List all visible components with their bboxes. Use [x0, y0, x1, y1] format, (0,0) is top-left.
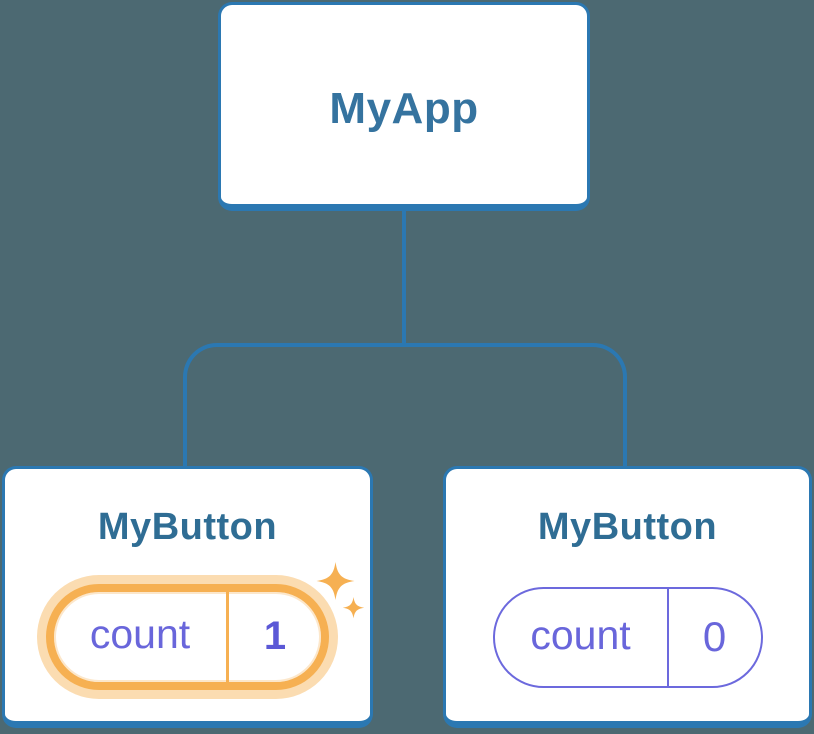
node-mybutton-right: MyButton count 0: [443, 466, 812, 728]
state-name-cell: count: [54, 592, 226, 682]
state-name-text: count: [530, 611, 631, 658]
state-value-text: 1: [263, 614, 287, 659]
node-myapp-label: MyApp: [329, 83, 479, 133]
state-value-cell: 0: [666, 588, 761, 686]
state-name-cell: count: [495, 589, 667, 686]
node-mybutton-left: MyButton count 1: [2, 466, 373, 728]
node-mybutton-left-label: MyButton: [97, 506, 278, 548]
node-mybutton-right-label: MyButton: [537, 506, 718, 548]
state-value-cell: 1: [226, 591, 321, 682]
state-name-text: count: [89, 611, 191, 658]
connector-root-stem: [402, 210, 406, 347]
connector-branch: [183, 343, 627, 468]
node-myapp: MyApp: [218, 2, 590, 211]
state-pill-highlighted: count 1: [46, 583, 329, 690]
state-pill: count 0: [492, 586, 763, 688]
state-value-text: 0: [702, 613, 727, 661]
